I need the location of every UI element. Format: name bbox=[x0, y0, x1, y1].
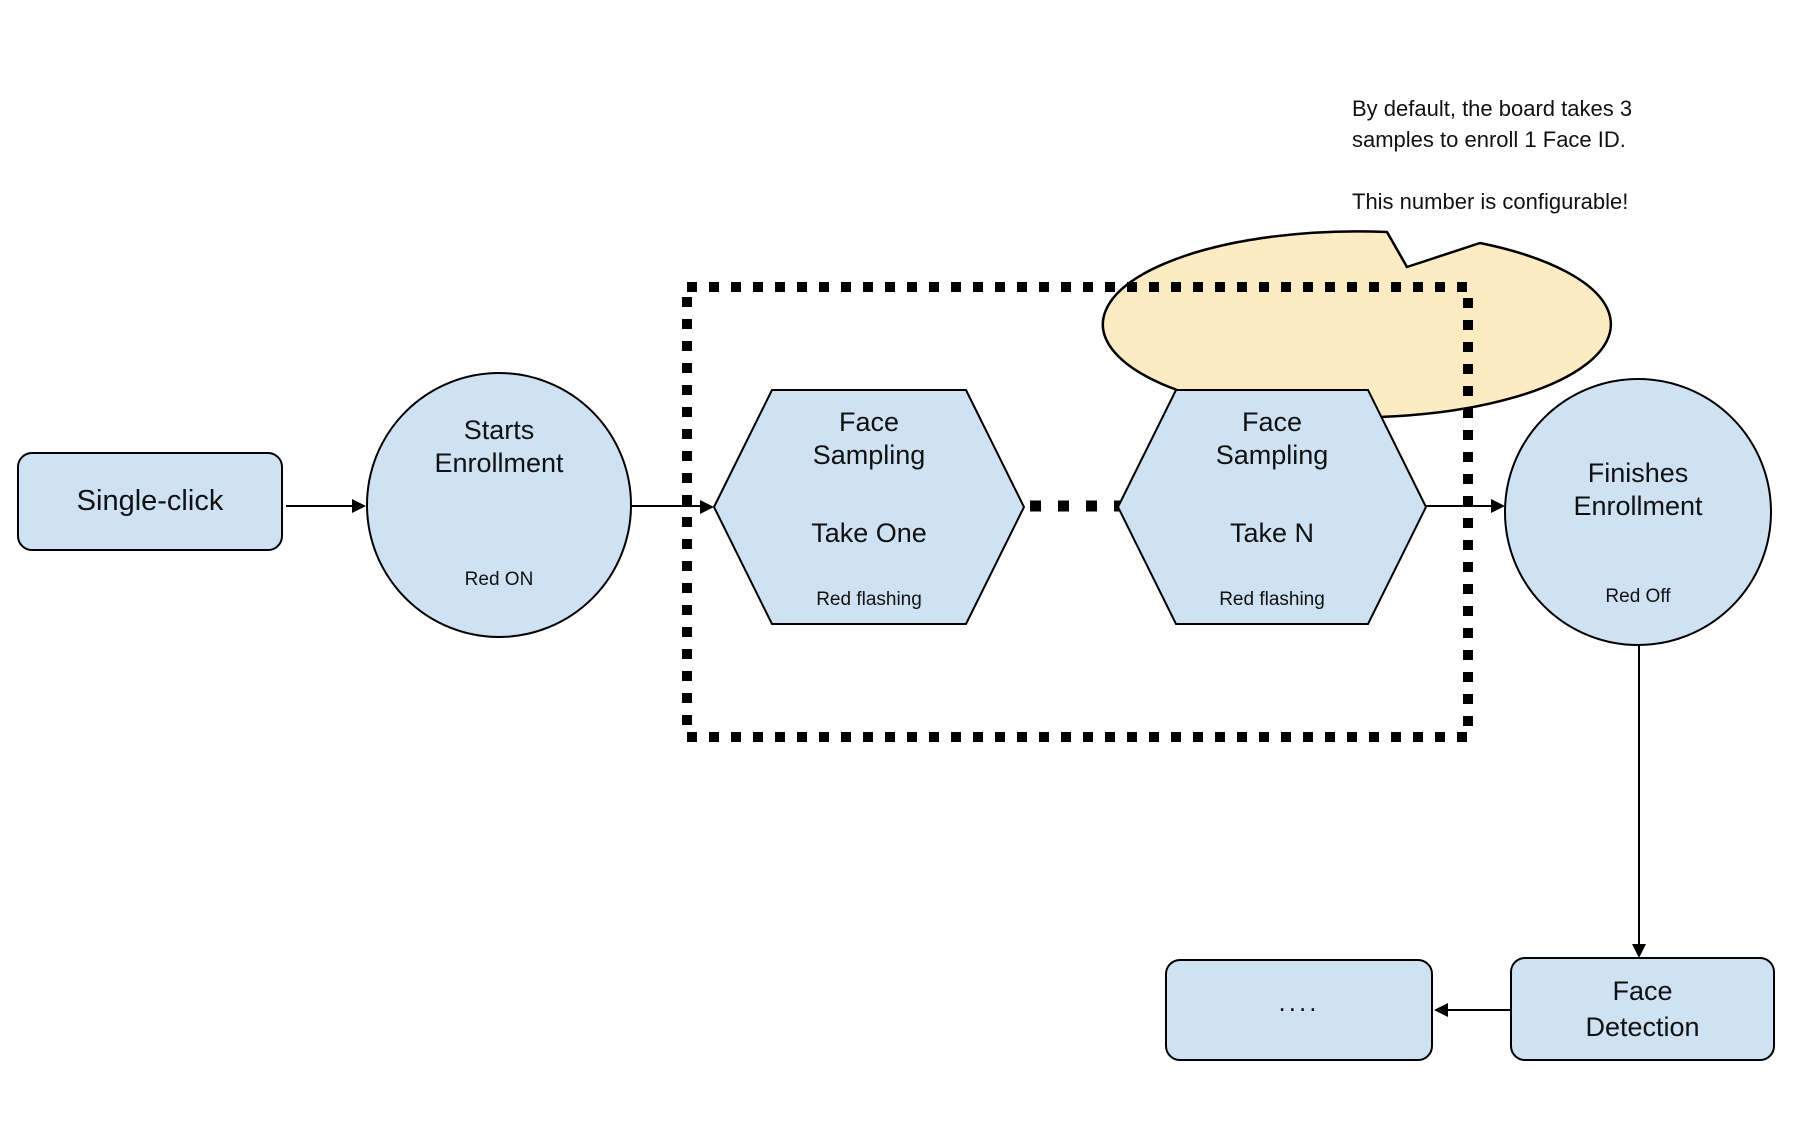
single-click-box bbox=[17, 452, 283, 551]
starts-enrollment-status: Red ON bbox=[464, 569, 534, 590]
starts-enrollment-circle bbox=[366, 372, 632, 638]
take-n-step-label: Take N bbox=[1229, 518, 1315, 548]
take-one-hexagon bbox=[712, 389, 1026, 625]
finishes-enrollment-status: Red Off bbox=[1605, 586, 1671, 607]
take-one-status: Red flashing bbox=[816, 589, 922, 610]
take-n-title: Face Sampling bbox=[1215, 407, 1329, 470]
callout-text: By default, the board takes 3 samples to… bbox=[1352, 96, 1633, 214]
single-click-label: Single-click bbox=[76, 485, 224, 517]
take-n-status: Red flashing bbox=[1219, 589, 1325, 610]
continuation-label: .... bbox=[1278, 987, 1320, 1017]
finishes-enrollment-label: Finishes Enrollment bbox=[1573, 458, 1703, 521]
starts-enrollment-label: Starts Enrollment bbox=[434, 415, 564, 478]
face-detection-label: Face Detection bbox=[1585, 976, 1700, 1042]
take-one-title: Face Sampling bbox=[812, 407, 926, 470]
arrowhead-face-detection-to-continuation bbox=[1434, 1003, 1448, 1017]
arrowhead-starts-to-take-one bbox=[700, 500, 714, 514]
arrowhead-take-n-to-finishes bbox=[1491, 499, 1505, 513]
arrowhead-single-click-to-starts bbox=[352, 499, 366, 513]
continuation-box bbox=[1165, 959, 1433, 1061]
arrowhead-finishes-to-face-detection bbox=[1632, 944, 1646, 958]
take-one-step-label: Take One bbox=[811, 518, 927, 548]
